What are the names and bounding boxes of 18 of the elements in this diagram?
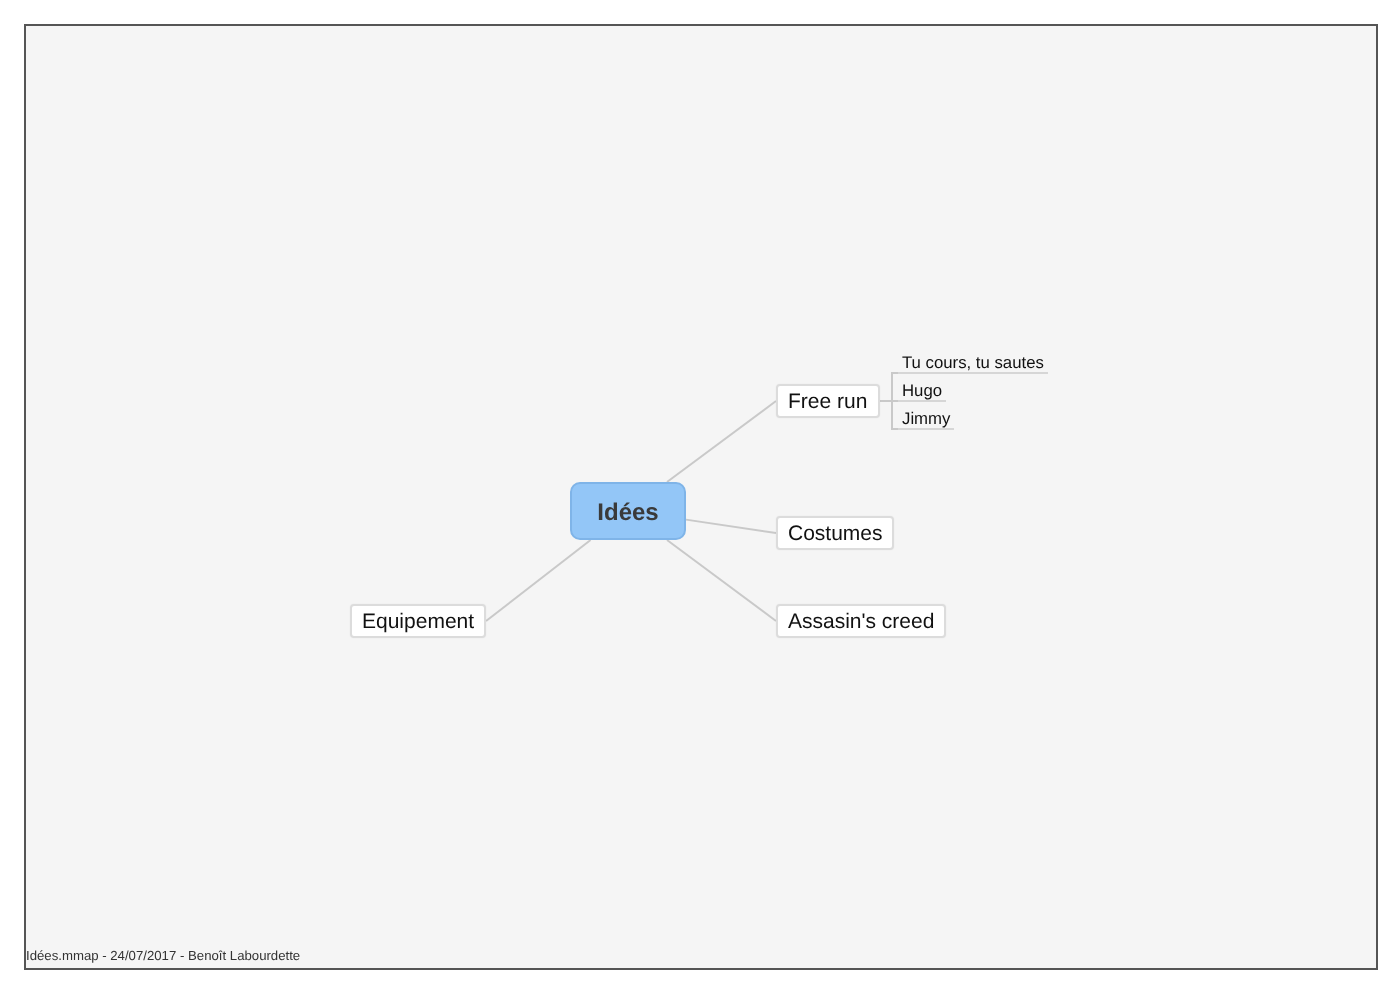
connector-line (666, 400, 777, 483)
topic-box (350, 604, 487, 638)
connector-line (685, 518, 777, 534)
subtopic-label: Tu cours, tu sautes (902, 351, 1044, 371)
topic-label: Free run (788, 389, 868, 413)
topic-box (776, 516, 895, 550)
connector-line (666, 539, 777, 622)
subtopic-label: Hugo (902, 379, 943, 399)
subtopic-label: Jimmy (902, 407, 951, 427)
topic-box (776, 384, 880, 418)
connector-line (485, 539, 592, 622)
central-topic-label: Idées (597, 497, 659, 525)
topic-box (776, 604, 947, 638)
central-topic-box (570, 482, 686, 540)
topic-label: Equipement (362, 609, 475, 633)
topic-label: Assasin's creed (788, 609, 935, 633)
topic-label: Costumes (788, 521, 883, 545)
connector-line (878, 400, 899, 430)
